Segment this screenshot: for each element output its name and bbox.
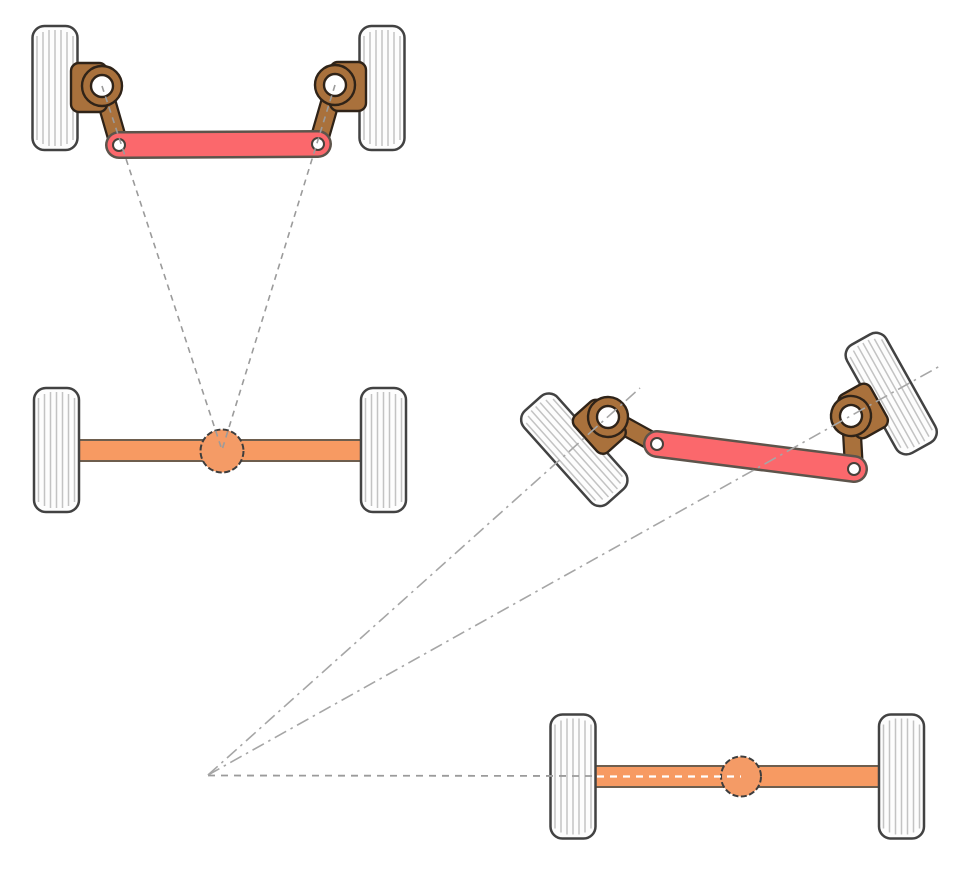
tie-rod-straight-fill — [107, 132, 330, 157]
differential-straight — [199, 428, 245, 474]
wheel-axis-line-outer — [207, 365, 941, 776]
rear-right-wheel-turning — [877, 713, 926, 840]
rear-left-wheel-straight — [32, 386, 81, 514]
steering-arm-extension-line-right — [221, 84, 336, 451]
front-axle-straight-assembly — [31, 24, 406, 159]
rear-axle-straight-assembly — [32, 386, 408, 514]
rear-axle-centerline — [207, 774, 598, 777]
front-axle-turning-assembly — [514, 327, 943, 513]
tie-rod-turning-fill — [645, 432, 866, 481]
wheel-axis-line-inner — [207, 387, 641, 776]
rear-axle-turning-assembly — [549, 713, 926, 840]
tie-rod-joint-right-turning — [847, 462, 861, 476]
rear-right-wheel-straight — [359, 386, 408, 514]
steering-arm-extension-line-left — [101, 85, 223, 451]
tie-rod-joint-left-turning — [650, 437, 664, 451]
